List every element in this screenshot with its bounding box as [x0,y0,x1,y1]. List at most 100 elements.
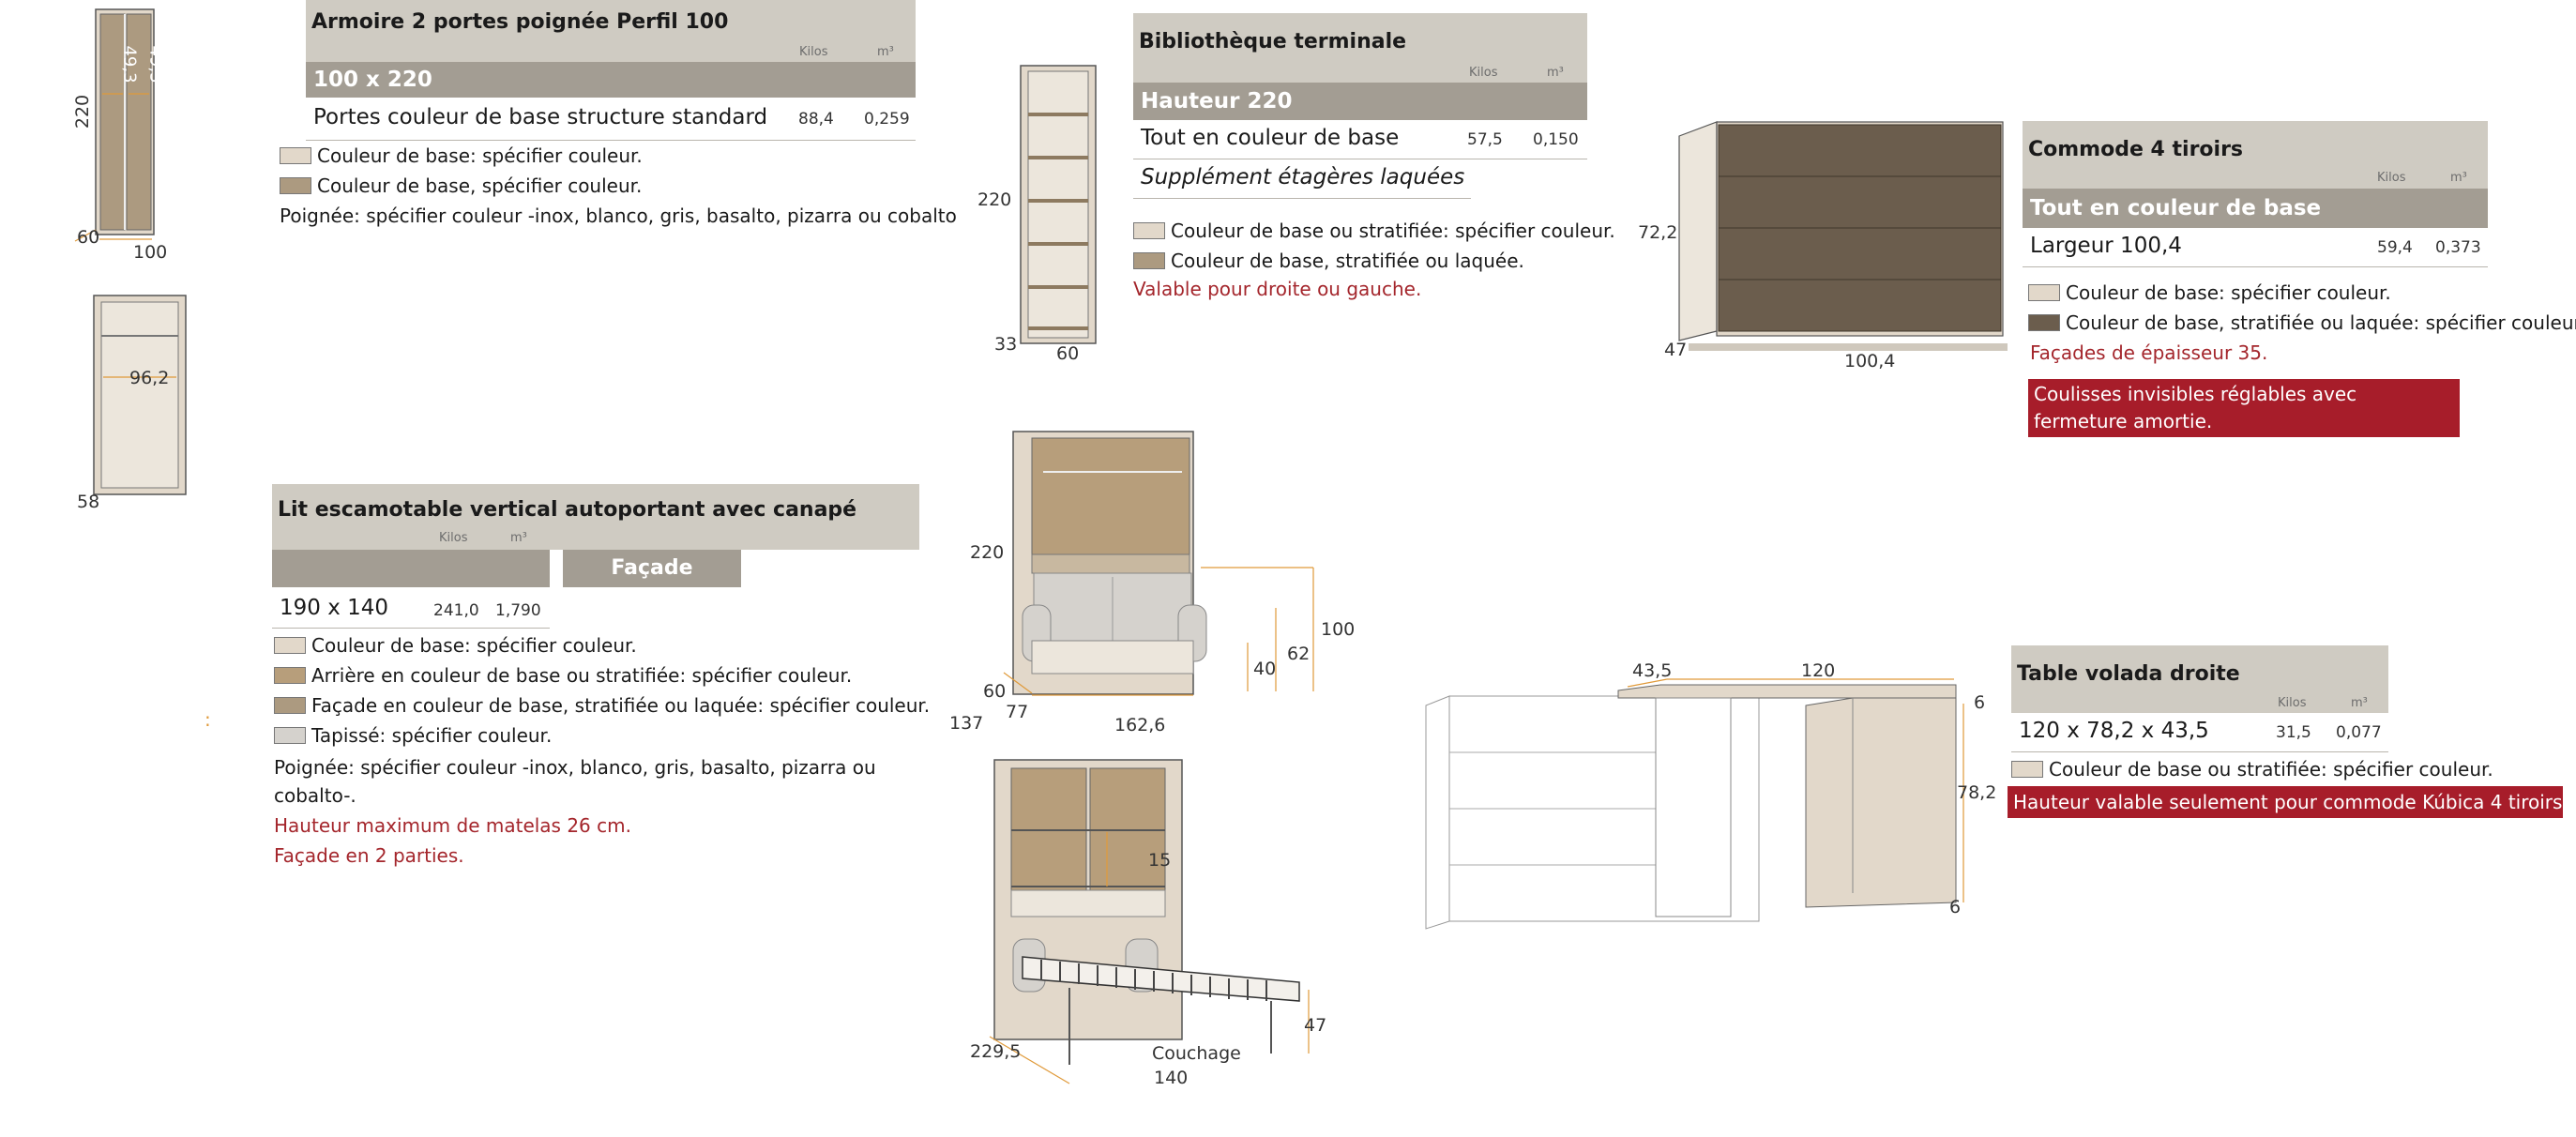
commode-dim-width: 100,4 [1844,351,1896,371]
commode-note: Façades de épaisseur 35. [2030,341,2268,364]
lit-legend-1: Couleur de base: spécifier couleur. [274,634,637,657]
swatch-base-mid [274,697,306,714]
swatch-dark [2028,314,2060,331]
table-row-label: 120 x 78,2 x 43,5 [2019,719,2209,743]
bibliotheque-legend-1: Couleur de base ou stratifiée: spécifier… [1133,220,1615,242]
commode-dim-height: 72,2 [1638,222,1678,243]
armoire-dim-inner: 96,2 [129,368,170,388]
table-col-kilos: Kilos [2278,696,2307,710]
lit-couchage-label: Couchage [1152,1043,1241,1064]
table-dim-leg: 6 [1949,897,1962,917]
lit-col-m3: m³ [510,531,527,545]
armoire-front-drawing [74,8,155,242]
lit-note-2: cobalto-. [274,784,356,807]
swatch-base-light [274,637,306,654]
table-title: Table volada droite [2011,645,2388,713]
lit-dim-height: 220 [970,542,1005,563]
lit-dim-62: 62 [1287,644,1311,664]
commode-col-m3: m³ [2450,171,2467,185]
table-dim-width: 120 [1801,660,1836,681]
commode-drawing [1678,121,2008,351]
commode-row-kilos: 59,4 [2377,238,2413,257]
armoire-col-m3: m³ [877,45,894,59]
lit-legend-2: Arrière en couleur de base ou stratifiée… [274,664,852,687]
commode-alert: Coulisses invisibles réglables avec ferm… [2028,379,2460,437]
armoire-dim-depth: 60 [77,227,100,248]
bibliotheque-drawing [1020,65,1097,344]
lit-title: Lit escamotable vertical autoportant ave… [272,484,919,574]
lit-dim-40: 40 [1253,659,1277,679]
armoire-dim-width: 100 [133,242,168,263]
table-row-kilos: 31,5 [2276,723,2311,742]
bibliotheque-dim-depth: 33 [994,334,1018,355]
armoire-legend-2: Couleur de base, spécifier couleur. [280,174,642,197]
lit-dim-open: 229,5 [970,1041,1022,1062]
commode-legend-1: Couleur de base: spécifier couleur. [2028,281,2391,304]
armoire-row-m3: 0,259 [864,110,910,129]
armoire-dim-door2: 49,3 [145,45,166,83]
armoire-col-kilos: Kilos [799,45,828,59]
commode-col-kilos: Kilos [2377,171,2406,185]
lit-red-1: Hauteur maximum de matelas 26 cm. [274,814,631,837]
bibliotheque-dim-height: 220 [977,190,1012,210]
lit-dim-137: 137 [949,713,984,734]
lit-note-1: Poignée: spécifier couleur -inox, blanco… [274,756,876,779]
bibliotheque-note: Valable pour droite ou gauche. [1133,278,1422,300]
bibliotheque-band: Hauteur 220 [1133,83,1587,120]
lit-dim-width: 162,6 [1114,715,1166,735]
lit-closed-drawing [1003,431,1314,696]
lit-dim-77: 77 [1006,702,1029,722]
swatch-base-light [280,147,311,164]
bibliotheque-row-label: Tout en couleur de base [1141,126,1400,150]
bibliotheque-col-m3: m³ [1547,66,1564,80]
commode-band: Tout en couleur de base [2023,189,2488,228]
armoire-dim-height: 220 [72,94,94,129]
lit-row-m3: 1,790 [495,601,541,620]
armoire-legend-1: Couleur de base: spécifier couleur. [280,144,643,167]
lit-legend-4: Tapissé: spécifier couleur. [274,724,552,747]
bibliotheque-col-kilos: Kilos [1469,66,1498,80]
bibliotheque-row2: Supplément étagères laquées [1133,159,1471,199]
swatch-tan [274,667,306,684]
lit-row-kilos: 241,0 [433,601,479,620]
lit-dim-15: 15 [1148,850,1172,871]
armoire-row: Portes couleur de base structure standar… [306,98,916,141]
lit-dim-47: 47 [1304,1015,1327,1036]
table-legend-1: Couleur de base ou stratifiée: spécifier… [2011,758,2493,781]
armoire-row-kilos: 88,4 [798,110,834,129]
table-dim-thickness: 6 [1974,692,1986,713]
lit-row: 190 x 140 241,0 1,790 [272,591,550,629]
commode-dim-depth: 47 [1664,340,1688,360]
table-dim-height: 78,2 [1957,782,1997,803]
swatch-base-light [2028,284,2060,301]
table-row: 120 x 78,2 x 43,5 31,5 0,077 [2011,713,2388,752]
lit-band-right: Façade laquée [563,550,741,617]
bibliotheque-title: Bibliothèque terminale [1133,13,1587,83]
table-dim-depth: 43,5 [1632,660,1673,681]
armoire-dim-depth2: 58 [77,492,100,512]
table-col-m3: m³ [2351,696,2368,710]
commode-row: Largeur 100,4 59,4 0,373 [2023,228,2488,267]
lit-legend-3: Façade en couleur de base, stratifiée ou… [274,694,930,717]
swatch-base-light [2011,761,2043,778]
lit-red-2: Façade en 2 parties. [274,844,464,867]
armoire-row-label: Portes couleur de base structure standar… [313,105,768,129]
commode-legend-2: Couleur de base, stratifiée ou laquée: s… [2028,311,2576,334]
commode-row-label: Largeur 100,4 [2030,234,2182,258]
bibliotheque-row-kilos: 57,5 [1467,130,1503,149]
table-drawing [1425,678,1964,930]
swatch-base-mid [1133,252,1165,269]
lit-dim-100: 100 [1321,619,1356,640]
bibliotheque-row: Tout en couleur de base 57,5 0,150 [1133,120,1587,159]
armoire-title: Armoire 2 portes poignée Perfil 100 [306,0,916,62]
lit-col-kilos: Kilos [439,531,468,545]
bibliotheque-dim-width: 60 [1056,343,1080,364]
table-row-m3: 0,077 [2336,723,2382,742]
stray-colon: : [205,708,211,731]
bibliotheque-row-m3: 0,150 [1533,130,1579,149]
lit-band-left [272,550,550,587]
commode-title: Commode 4 tiroirs [2023,121,2488,189]
lit-open-drawing [989,759,1310,1084]
swatch-grey [274,727,306,744]
lit-dim-60: 60 [983,681,1007,702]
